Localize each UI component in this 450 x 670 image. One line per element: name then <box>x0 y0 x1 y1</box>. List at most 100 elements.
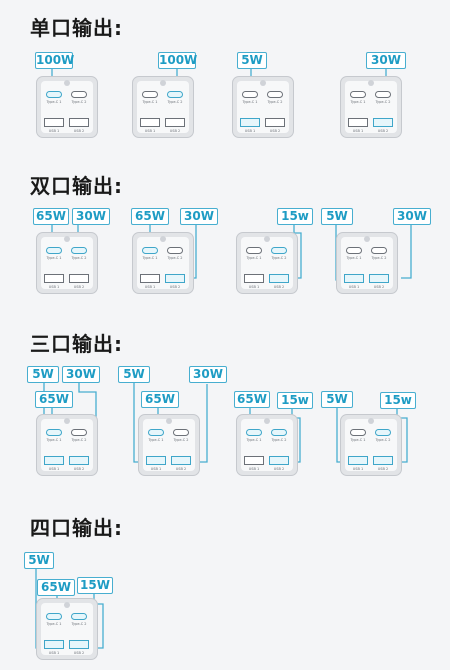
type-c-port-2 <box>71 91 87 98</box>
port-label: USB 1 <box>352 129 364 133</box>
port-label: USB 2 <box>73 651 85 655</box>
power-badge-c2: 15W <box>77 577 113 594</box>
indicator-led <box>368 80 374 86</box>
power-badge-a1: 5W <box>27 366 59 383</box>
type-c-port-1 <box>142 247 158 254</box>
section-title-single: 单口输出: <box>30 16 123 40</box>
type-c-port-1 <box>148 429 164 436</box>
usb-a-port-1 <box>348 118 368 127</box>
type-c-port-2 <box>271 429 287 436</box>
usb-a-port-1 <box>240 118 260 127</box>
port-label: Type-C 1 <box>346 256 362 260</box>
port-label: Type-C 2 <box>375 100 391 104</box>
port-label: Type-C 2 <box>271 438 287 442</box>
type-c-port-2 <box>375 429 391 436</box>
usb-a-port-1 <box>44 456 64 465</box>
type-c-port-2 <box>167 91 183 98</box>
port-label: USB 1 <box>248 285 260 289</box>
port-label: Type-C 2 <box>375 438 391 442</box>
usb-a-port-2 <box>369 274 389 283</box>
type-c-port-1 <box>346 247 362 254</box>
type-c-port-1 <box>142 91 158 98</box>
power-badge-c2: 15w <box>277 392 313 409</box>
power-badge-a1: 5W <box>118 366 150 383</box>
port-label: Type-C 2 <box>167 100 183 104</box>
type-c-port-1 <box>350 429 366 436</box>
port-label: Type-C 2 <box>267 100 283 104</box>
indicator-led <box>64 236 70 242</box>
port-label: Type-C 2 <box>71 100 87 104</box>
type-c-port-1 <box>46 429 62 436</box>
indicator-led <box>264 236 270 242</box>
port-label: Type-C 2 <box>271 256 287 260</box>
usb-a-port-2 <box>69 456 89 465</box>
power-badge-c1: 100W <box>35 52 75 69</box>
power-badge-c2: 15w <box>277 208 313 225</box>
port-label: USB 1 <box>48 285 60 289</box>
power-badge-c2: 15w <box>380 392 416 409</box>
usb-a-port-2 <box>373 456 393 465</box>
port-label: USB 1 <box>150 467 162 471</box>
port-label: Type-C 2 <box>167 256 183 260</box>
port-label: USB 2 <box>175 467 187 471</box>
usb-a-port-2 <box>373 118 393 127</box>
usb-a-port-1 <box>344 274 364 283</box>
port-label: USB 1 <box>244 129 256 133</box>
power-badge-a2: 30W <box>189 366 227 383</box>
type-c-port-2 <box>267 91 283 98</box>
power-badge-c2: 100W <box>158 52 198 69</box>
port-label: USB 1 <box>348 285 360 289</box>
power-badge-c1: 65W <box>35 391 73 408</box>
usb-a-port-1 <box>44 118 64 127</box>
usb-a-port-1 <box>44 274 64 283</box>
power-badge-a2: 30W <box>180 208 218 225</box>
usb-a-port-2 <box>165 118 185 127</box>
port-label: Type-C 1 <box>46 622 62 626</box>
type-c-port-2 <box>71 247 87 254</box>
type-c-port-1 <box>246 429 262 436</box>
port-label: USB 2 <box>73 129 85 133</box>
power-badge-a2: 30W <box>62 366 100 383</box>
usb-a-port-2 <box>69 274 89 283</box>
port-label: Type-C 2 <box>71 438 87 442</box>
power-badge-a1: 5W <box>237 52 267 69</box>
type-c-port-2 <box>375 91 391 98</box>
type-c-port-1 <box>46 91 62 98</box>
port-label: USB 1 <box>48 467 60 471</box>
indicator-led <box>64 80 70 86</box>
port-label: Type-C 1 <box>142 100 158 104</box>
type-c-port-1 <box>350 91 366 98</box>
type-c-port-1 <box>46 613 62 620</box>
charger: Type-C 1 Type-C 2 USB 1 USB 2 <box>132 76 194 138</box>
power-badge-c1: 65W <box>131 208 169 225</box>
power-badge-c1: 65W <box>33 208 69 225</box>
power-badge-a1: 5W <box>24 552 54 569</box>
port-label: Type-C 1 <box>142 256 158 260</box>
port-label: Type-C 1 <box>350 438 366 442</box>
port-label: USB 2 <box>377 467 389 471</box>
usb-a-port-2 <box>269 274 289 283</box>
port-label: USB 1 <box>144 129 156 133</box>
indicator-led <box>166 418 172 424</box>
type-c-port-1 <box>242 91 258 98</box>
usb-a-port-2 <box>265 118 285 127</box>
usb-a-port-2 <box>269 456 289 465</box>
usb-a-port-2 <box>165 274 185 283</box>
port-label: USB 2 <box>169 285 181 289</box>
section-title-dual: 双口输出: <box>30 174 123 198</box>
port-label: USB 2 <box>377 129 389 133</box>
type-c-port-2 <box>371 247 387 254</box>
usb-a-port-1 <box>244 456 264 465</box>
usb-a-port-2 <box>69 118 89 127</box>
usb-a-port-1 <box>140 274 160 283</box>
power-badge-a2: 30W <box>366 52 406 69</box>
port-label: Type-C 1 <box>46 438 62 442</box>
power-badge-c2: 30W <box>72 208 110 225</box>
port-label: Type-C 2 <box>173 438 189 442</box>
port-label: USB 2 <box>169 129 181 133</box>
